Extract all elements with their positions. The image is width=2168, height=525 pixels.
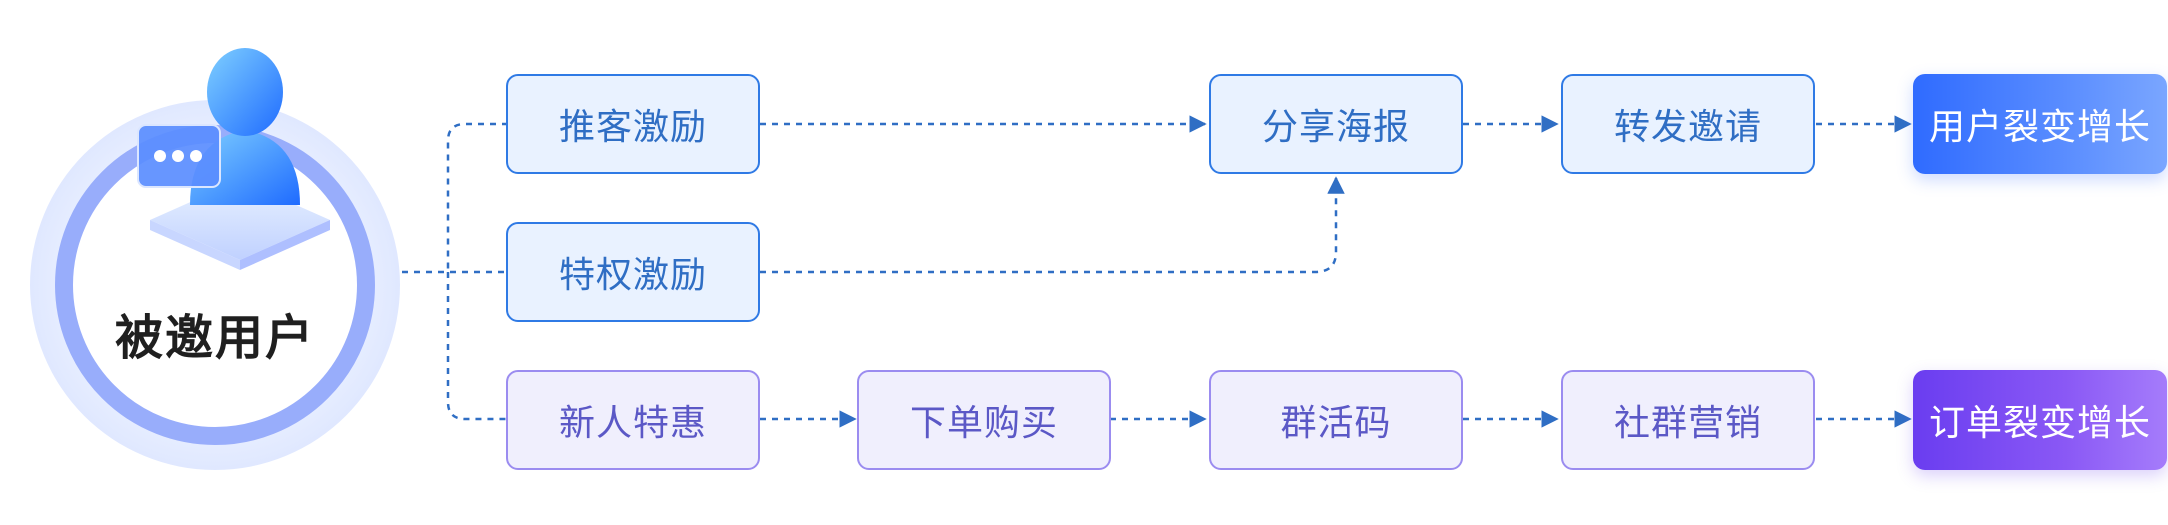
node-user-growth[interactable]: 用户裂变增长	[1913, 74, 2167, 174]
node-share-poster[interactable]: 分享海报	[1209, 74, 1463, 174]
node-newcomer-offer[interactable]: 新人特惠	[506, 370, 760, 470]
node-privilege-incentive[interactable]: 特权激励	[506, 222, 760, 322]
node-order-growth[interactable]: 订单裂变增长	[1913, 370, 2167, 470]
connector-trunk-bottom	[446, 272, 508, 421]
node-referral-incentive[interactable]: 推客激励	[506, 74, 760, 174]
connector-trunk-top	[446, 122, 508, 272]
user-chat-icon	[137, 48, 330, 270]
node-community-marketing[interactable]: 社群营销	[1561, 370, 1815, 470]
invited-user-hub: 被邀用户	[30, 48, 400, 470]
connector-privilege-share	[760, 176, 1345, 274]
node-forward-invite[interactable]: 转发邀请	[1561, 74, 1815, 174]
node-place-order[interactable]: 下单购买	[857, 370, 1111, 470]
node-group-qr[interactable]: 群活码	[1209, 370, 1463, 470]
hub-label: 被邀用户	[114, 310, 315, 366]
